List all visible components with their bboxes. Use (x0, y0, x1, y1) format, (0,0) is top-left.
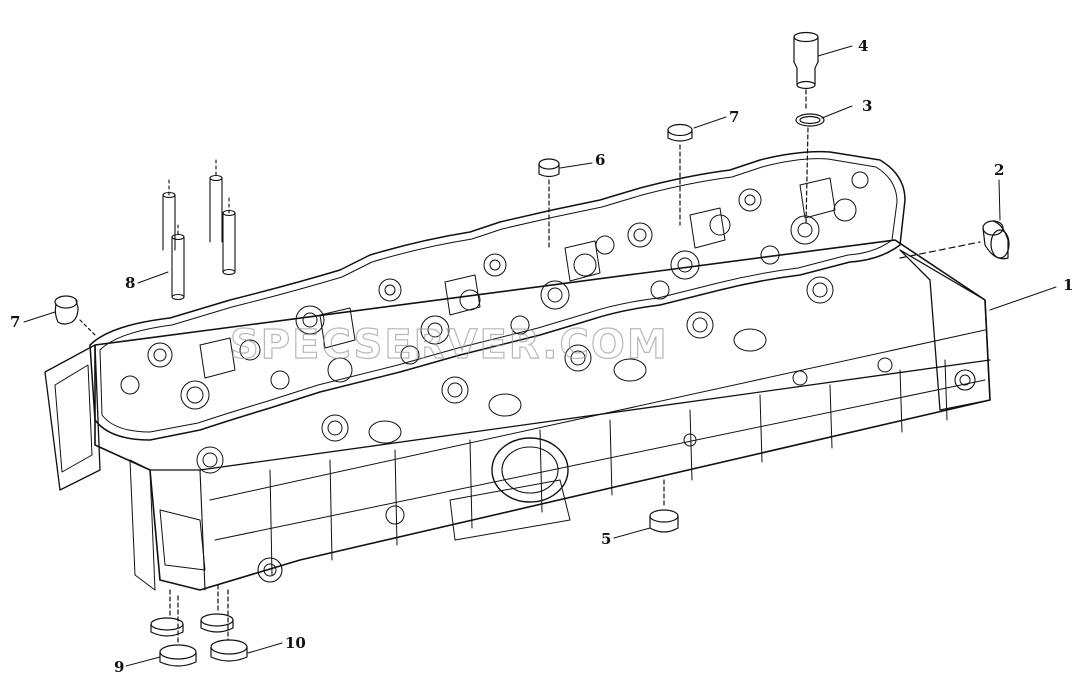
part-5-plug (649, 479, 679, 533)
callout-9: 9 (114, 658, 124, 676)
callout-2: 2 (994, 161, 1004, 179)
callout-4: 4 (858, 37, 868, 55)
callout-5: 5 (601, 530, 611, 548)
callout-6: 6 (595, 151, 605, 169)
part-3-o-ring (795, 113, 825, 226)
callout-1: 1 (1063, 276, 1073, 294)
part-8-dowel-tubes (162, 159, 236, 301)
leader-lines (23, 45, 1057, 667)
part-9-10-seal-rings (150, 584, 248, 667)
callout-10: 10 (285, 634, 306, 652)
watermark-text: SPECSERVER.COM (230, 322, 669, 368)
part-4-injector-sleeve (793, 31, 819, 111)
callout-7-top: 7 (729, 108, 739, 126)
deck-ports (120, 171, 869, 474)
callout-8: 8 (125, 274, 135, 292)
callout-3: 3 (862, 97, 872, 115)
part-2-end-plug (899, 220, 1010, 260)
callouts: 1 2 3 4 5 6 7 7 8 9 10 (10, 37, 1073, 676)
head-top-deck (89, 150, 906, 441)
part-6-plug (538, 158, 560, 251)
part-7-plug-top (667, 123, 693, 226)
part-7-plug-left (54, 295, 96, 336)
cylinder-head-body (44, 239, 991, 591)
callout-7-left: 7 (10, 313, 20, 331)
